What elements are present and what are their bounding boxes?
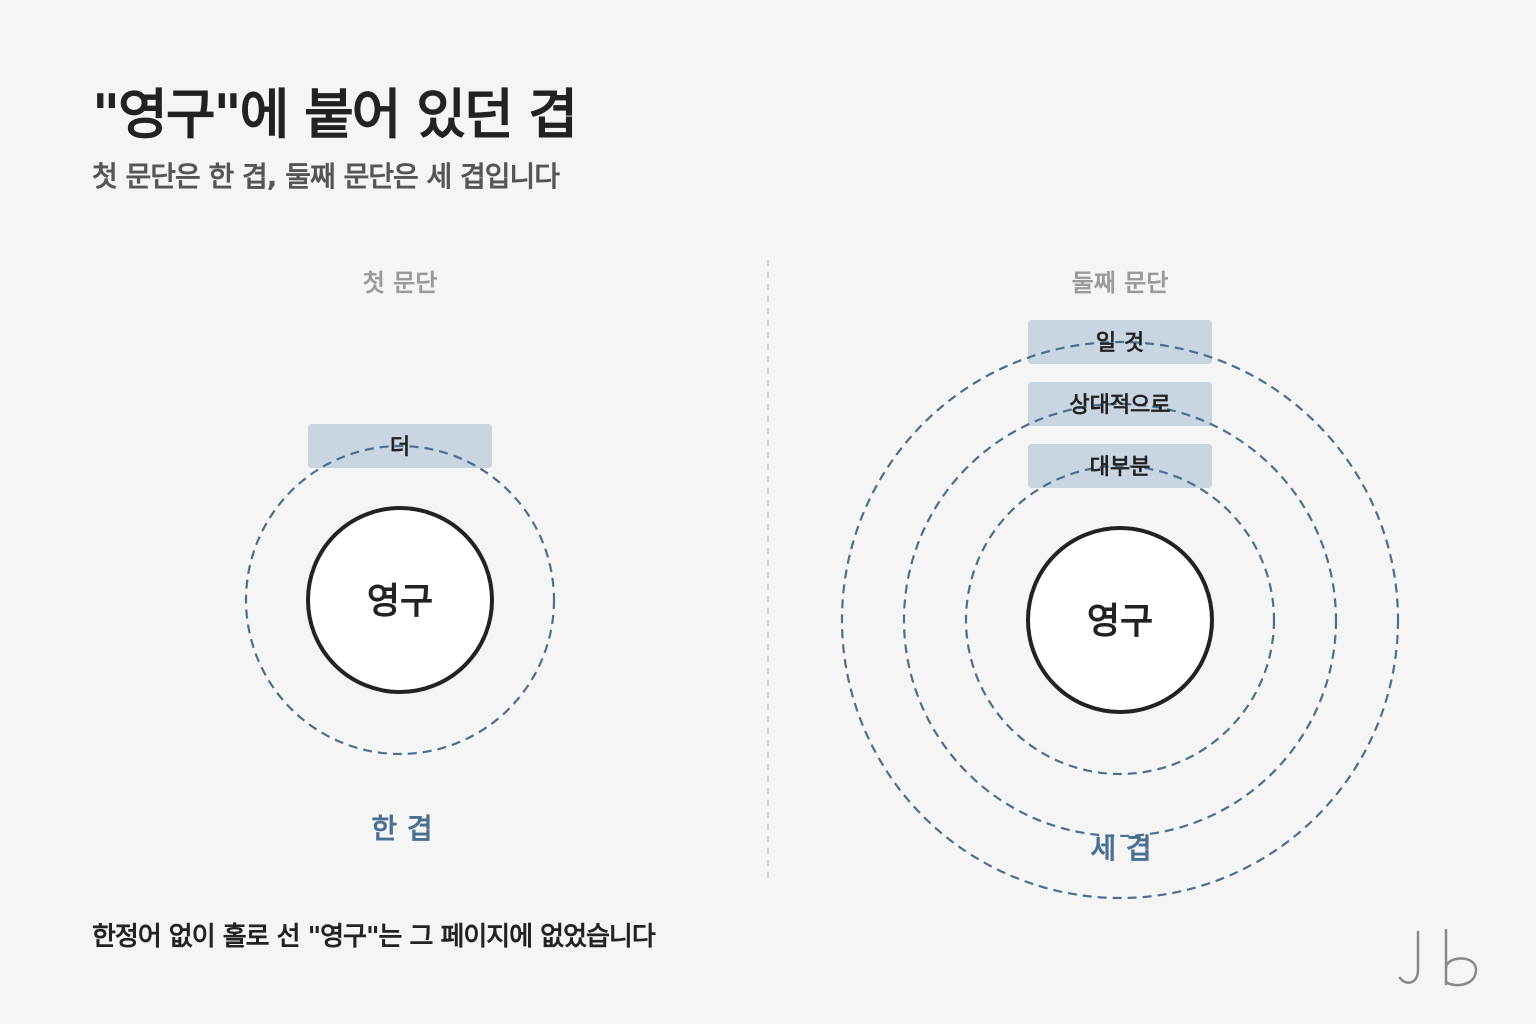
right-layer-ring-2 — [902, 402, 1338, 838]
brand-logo-icon — [1398, 928, 1478, 987]
right-layer-tag-3-text: 일 것 — [1096, 331, 1144, 356]
right-layer-tag-2 — [1028, 382, 1212, 426]
left-panel: 첫 문단 더 영구 한 겹 — [244, 269, 556, 845]
right-core-circle — [1026, 526, 1214, 714]
page-title: "영구"에 붙어 있던 겹 — [92, 83, 578, 146]
right-layer-count: 세 겹 — [1090, 832, 1151, 865]
right-layer-tag-1-text: 대부분 — [1090, 455, 1151, 480]
left-core-text: 영구 — [367, 581, 433, 622]
page-subtitle: 첫 문단은 한 겹, 둘째 문단은 세 겹입니다 — [92, 160, 560, 193]
left-layer-count: 한 겹 — [371, 812, 432, 845]
left-layer-ring-1 — [244, 444, 556, 756]
right-layer-ring-3 — [840, 340, 1400, 900]
right-core-text: 영구 — [1087, 601, 1153, 642]
right-panel-label: 둘째 문단 — [1072, 269, 1169, 297]
left-core-circle — [306, 506, 494, 694]
left-panel-label: 첫 문단 — [363, 269, 438, 297]
right-layer-tag-2-text: 상대적으로 — [1069, 393, 1170, 418]
footer-note: 한정어 없이 홀로 선 "영구"는 그 페이지에 없었습니다 — [92, 922, 656, 952]
right-panel: 둘째 문단 일 것 상대적으로 대부분 영구 세 겹 — [840, 269, 1400, 900]
left-layer-tag-1-text: 더 — [390, 435, 410, 460]
right-layer-ring-1 — [964, 464, 1276, 776]
